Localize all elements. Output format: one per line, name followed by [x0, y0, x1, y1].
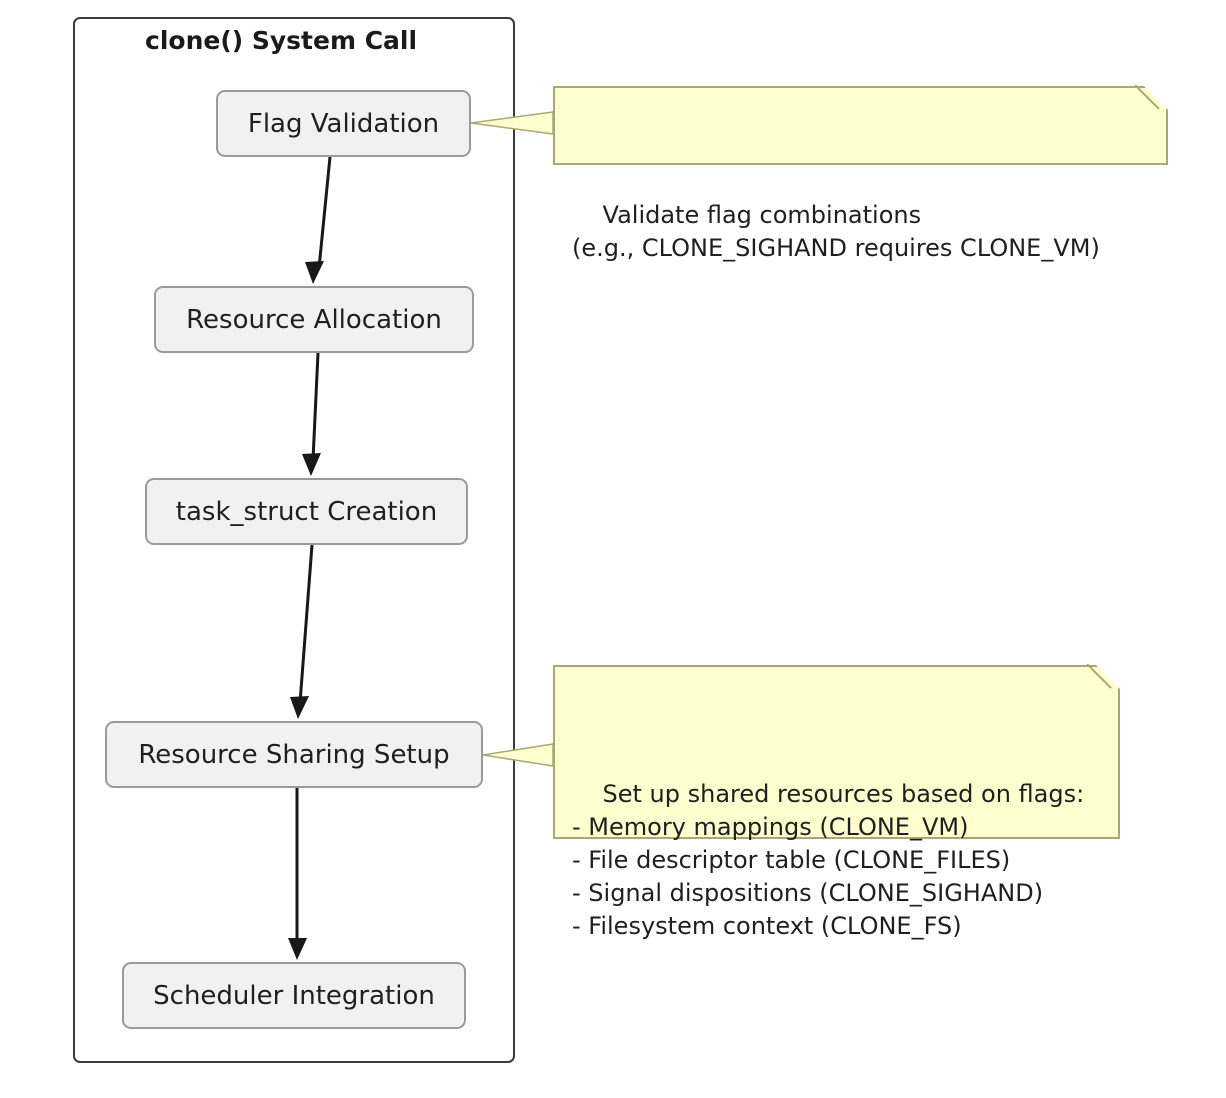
note-text: Validate flag combinations (e.g., CLONE_… [572, 201, 1100, 262]
activity-resource-allocation[interactable]: Resource Allocation [154, 286, 474, 353]
note-flag-validation[interactable]: Validate flag combinations (e.g., CLONE_… [553, 86, 1168, 262]
activity-label: task_struct Creation [175, 496, 438, 527]
activity-label: Flag Validation [247, 108, 440, 139]
note-resource-sharing-setup[interactable]: Set up shared resources based on flags: … [553, 665, 1120, 940]
activity-label: Resource Allocation [186, 304, 442, 335]
activity-task-struct-creation[interactable]: task_struct Creation [145, 478, 468, 545]
activity-label: Resource Sharing Setup [138, 739, 450, 770]
partition-title: clone() System Call [145, 26, 418, 55]
note-fold-icon [1144, 86, 1168, 110]
activity-resource-sharing-setup[interactable]: Resource Sharing Setup [105, 721, 483, 788]
activity-label: Scheduler Integration [153, 980, 435, 1011]
activity-scheduler-integration[interactable]: Scheduler Integration [122, 962, 466, 1029]
note-fold-icon [1096, 665, 1120, 689]
activity-flag-validation[interactable]: Flag Validation [216, 90, 471, 157]
note-text: Set up shared resources based on flags: … [572, 780, 1085, 940]
